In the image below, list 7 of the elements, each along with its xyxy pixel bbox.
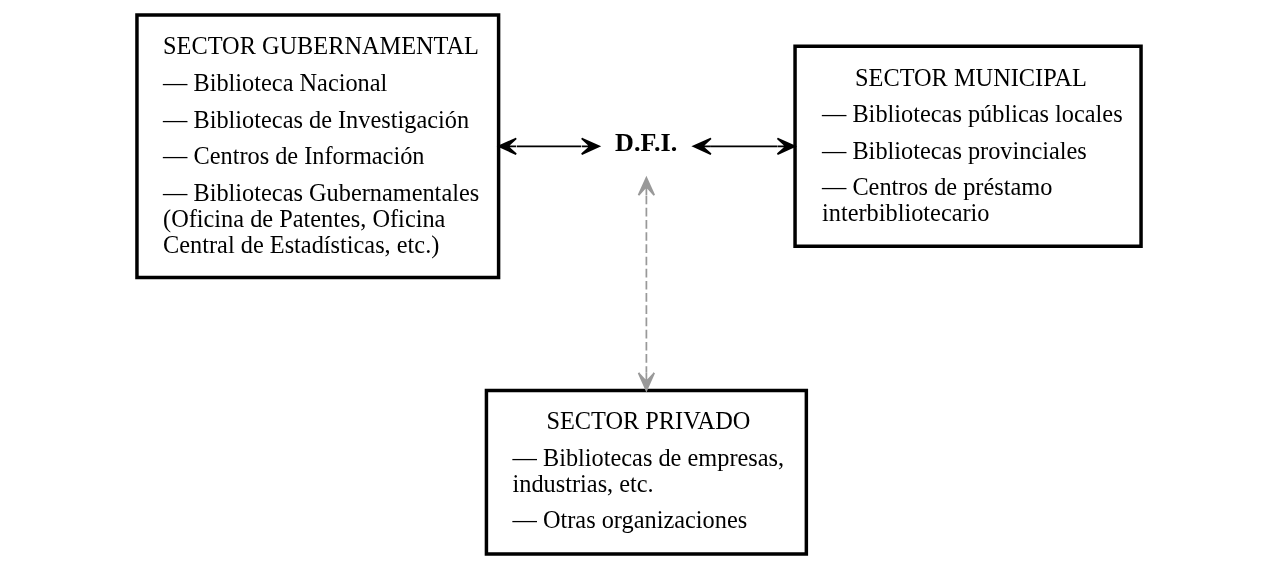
node-box: SECTOR MUNICIPAL — Bibliotecas públicas locales — Bibliotecas provinciales — Centros de préstamo interbibliotecario (793, 44, 1143, 248)
arrow (637, 176, 656, 392)
arrow (497, 137, 600, 155)
node-box: SECTOR PRIVADO — Bibliotecas de empresas, industrias, etc. — Otras organizaciones (484, 388, 809, 556)
node-text: D.F.I. (615, 127, 678, 157)
arrow (692, 137, 796, 155)
node-box: SECTOR GUBERNAMENTAL — Biblioteca Nacional — Bibliotecas de Investigación — Centros de Información — Bibliotecas Gubernamentales (Oficina de Patentes, Oficina Central de Estadísticas, etc.) (135, 13, 501, 280)
